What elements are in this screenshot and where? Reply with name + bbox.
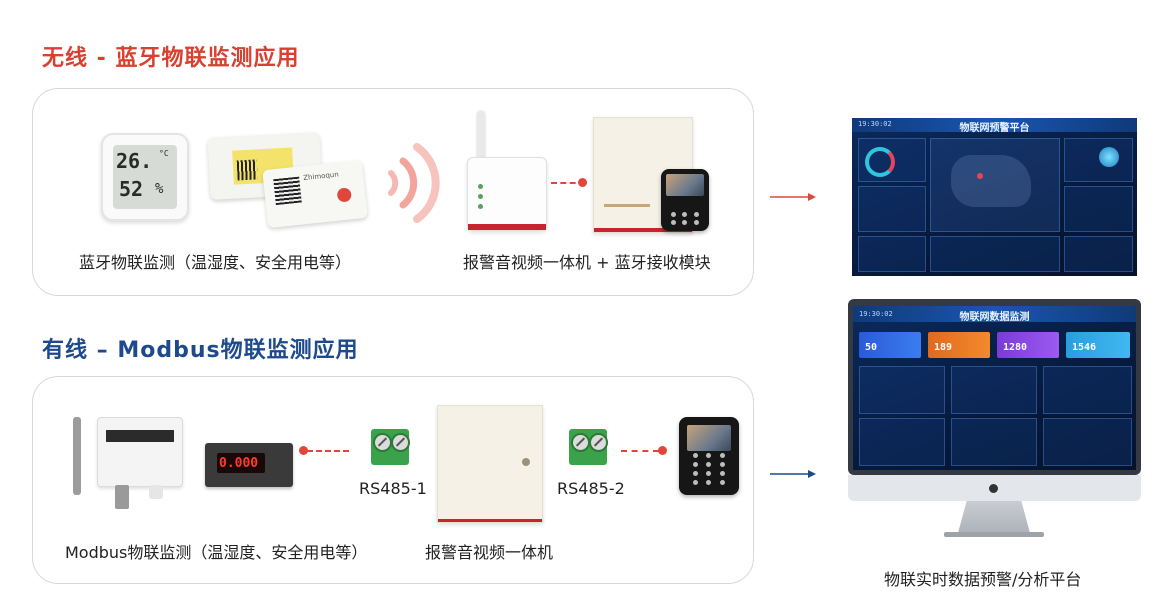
kpi-value: 1546	[1072, 342, 1097, 353]
bluetooth-receiver-module	[467, 157, 547, 231]
alarm-dashboard-title: 物联网预警平台	[959, 123, 1030, 134]
modbus-sensor-box	[97, 417, 183, 487]
kpi-card: 1546	[1066, 332, 1130, 358]
wireless-gateway-caption: 报警音视频一体机 + 蓝牙接收模块	[463, 253, 711, 272]
hygrometer-device: 26. °C 52 %	[101, 133, 189, 221]
bluetooth-tag-front: Zhimoqun	[262, 159, 368, 229]
connector-dot	[578, 178, 587, 187]
alarm-dashboard-screen: 物联网预警平台 19:30:02	[852, 118, 1137, 276]
humidity-reading: 52	[119, 177, 144, 201]
data-dashboard-time: 19:30:02	[859, 310, 893, 318]
data-dashboard-screen: 物联网数据监测 19:30:02 50 189 1280 1546	[853, 306, 1136, 470]
connector-line	[621, 450, 659, 452]
wireless-sensor-caption: 蓝牙物联监测（温湿度、安全用电等）	[79, 253, 352, 272]
wireless-title: 无线 - 蓝牙物联监测应用	[42, 46, 300, 71]
alarm-dashboard-time: 19:30:02	[858, 120, 892, 128]
bluetooth-signal-icon	[388, 143, 440, 223]
intercom-terminal	[661, 169, 709, 231]
wired-title: 有线 – Modbus物联监测应用	[42, 338, 359, 363]
rs485-label-2: RS485-2	[557, 479, 625, 498]
kpi-value: 50	[865, 342, 878, 353]
temperature-probe	[73, 417, 81, 495]
rs485-terminal-1	[371, 429, 410, 465]
kpi-value: 189	[934, 342, 953, 353]
rs485-terminal-2	[569, 429, 608, 465]
alarm-av-cabinet	[437, 405, 543, 523]
kpi-card: 50	[859, 332, 921, 358]
wired-gateway-caption: 报警音视频一体机	[425, 543, 554, 562]
meter-reading: 0.000	[219, 456, 259, 471]
sensor-gland	[149, 485, 163, 499]
monitor-stand	[958, 501, 1030, 533]
rs485-label-1: RS485-1	[359, 479, 427, 498]
arrow-right-icon	[770, 470, 816, 478]
antenna	[477, 111, 485, 161]
connector-dot	[658, 446, 667, 455]
kpi-card: 189	[928, 332, 990, 358]
monitor-base	[944, 532, 1044, 537]
data-dashboard-title: 物联网数据监测	[959, 312, 1030, 323]
connector-dot	[299, 446, 308, 455]
arrow-right-icon	[770, 193, 816, 201]
temperature-reading: 26.	[116, 149, 153, 173]
connector-line	[551, 182, 585, 184]
humidity-unit: %	[155, 181, 164, 197]
connector-line	[307, 450, 349, 452]
monitor-chin	[848, 475, 1141, 501]
sensor-connector	[115, 485, 129, 509]
wireless-panel: 26. °C 52 % Zhimoqun	[32, 88, 754, 296]
kpi-card: 1280	[997, 332, 1059, 358]
hygrometer-screen: 26. °C 52 %	[113, 145, 177, 209]
power-meter: 0.000	[205, 443, 293, 487]
kpi-value: 1280	[1003, 342, 1028, 353]
tag-brand: Zhimoqun	[302, 170, 340, 183]
wired-panel: 0.000 RS485-1 RS485-2 Modbus物联监测（温湿度、安全用…	[32, 376, 754, 584]
platform-caption: 物联实时数据预警/分析平台	[884, 570, 1082, 589]
temperature-unit: °C	[159, 149, 169, 158]
wired-sensor-caption: Modbus物联监测（温湿度、安全用电等）	[65, 543, 368, 562]
intercom-terminal	[679, 417, 739, 495]
